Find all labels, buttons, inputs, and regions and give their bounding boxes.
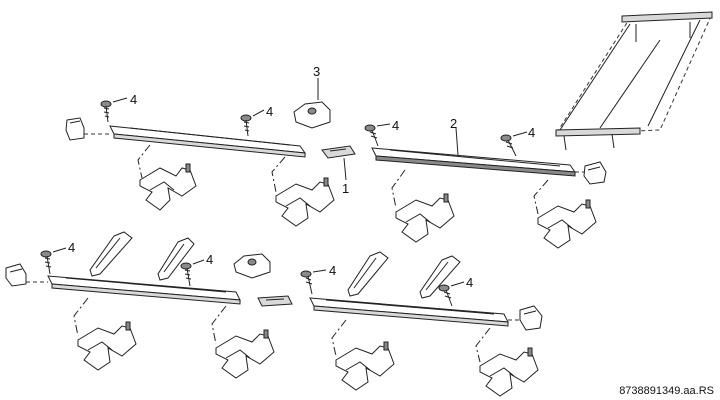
screw-top-3 [364, 123, 391, 147]
bottom-left-bracket-1 [73, 297, 137, 371]
bottom-right-guide-2 [419, 255, 461, 299]
top-connector [321, 145, 356, 181]
screw-bottom-2 [180, 259, 205, 287]
callout-screw-bottom-3: 4 [329, 263, 336, 278]
callout-screw-top-2: 4 [266, 104, 273, 119]
bottom-right-bracket-1 [331, 319, 395, 391]
callout-screw-top-3: 4 [392, 118, 399, 133]
top-left-bracket-1 [137, 144, 197, 211]
callout-screw-top-4: 4 [528, 125, 535, 140]
top-left-endcap [65, 117, 85, 141]
oven-rack [555, 11, 713, 151]
screw-top-4 [500, 131, 528, 157]
screw-top-2 [240, 109, 265, 137]
bottom-left-bracket-2 [211, 305, 275, 379]
bottom-left-rail [47, 275, 241, 305]
callout-screw-bottom-4: 4 [466, 275, 473, 290]
top-left-bracket-2 [271, 156, 335, 227]
bottom-left-guide-2 [157, 237, 195, 281]
bottom-left-endcap [5, 263, 27, 287]
screw-bottom-4 [438, 281, 465, 307]
reference-code: 8738891349.aa.RS [619, 385, 714, 397]
callout-screw-bottom-1: 4 [68, 240, 75, 255]
bottom-right-endcap [519, 305, 543, 331]
callout-rail: 2 [450, 116, 457, 131]
top-right-bracket-1 [391, 169, 455, 243]
bottom-right-rail [309, 297, 509, 327]
callout-screw-top-1: 4 [130, 92, 137, 107]
screw-bottom-3 [300, 269, 327, 295]
screw-bottom-1 [40, 247, 67, 275]
callout-connector: 1 [342, 181, 349, 196]
top-right-endcap [583, 161, 607, 185]
top-right-bracket-2 [533, 179, 597, 249]
bottom-right-guide-1 [347, 251, 389, 297]
bottom-right-bracket-2 [475, 327, 539, 397]
bottom-connector [257, 295, 293, 307]
top-left-rail [109, 125, 307, 158]
top-clip [293, 78, 331, 129]
callout-screw-bottom-2: 4 [206, 252, 213, 267]
bottom-clip [233, 253, 271, 279]
callout-clip: 3 [313, 64, 320, 79]
bottom-left-guide-1 [89, 231, 133, 277]
screw-top-1 [100, 97, 128, 123]
top-right-rail [371, 127, 577, 177]
